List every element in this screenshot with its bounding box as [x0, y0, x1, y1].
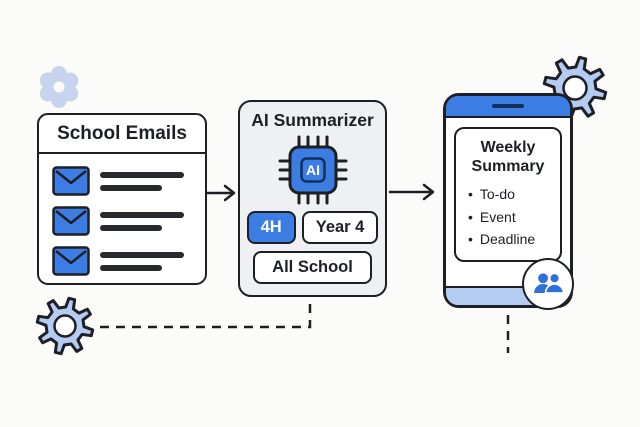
summary-item: To-do — [468, 183, 555, 205]
envelope-icon — [52, 166, 90, 196]
arrow-right-icon — [388, 183, 435, 201]
arrow-right-icon — [203, 184, 236, 202]
email-row-list — [39, 154, 205, 276]
text-line — [100, 171, 184, 178]
envelope-icon — [52, 206, 90, 236]
summary-item: Deadline — [468, 228, 555, 250]
text-line — [100, 251, 184, 258]
email-row — [52, 206, 192, 236]
asterisk-icon — [39, 66, 79, 108]
text-line — [100, 224, 162, 231]
email-text-lines — [100, 171, 184, 191]
phone-status-bar — [446, 96, 570, 118]
tag-all-school: All School — [253, 251, 372, 285]
summary-item: Event — [468, 206, 555, 228]
email-text-lines — [100, 211, 184, 231]
tag-year-4: Year 4 — [301, 211, 379, 245]
tag-4h: 4H — [246, 211, 296, 245]
summarizer-panel: AI Summarizer AI 4H Year 4 All School — [238, 100, 387, 297]
email-text-lines — [100, 251, 184, 271]
email-panel: School Emails — [37, 113, 207, 285]
text-line — [100, 184, 162, 191]
users-icon — [534, 272, 565, 294]
email-panel-title: School Emails — [39, 115, 205, 154]
envelope-icon — [52, 246, 90, 276]
gear-icon — [35, 296, 95, 356]
summary-card-title: Weekly Summary — [471, 139, 545, 176]
text-line — [100, 211, 184, 218]
dashed-connector-gear-to-summarizer — [100, 301, 312, 329]
ai-chip-icon: AI — [278, 135, 347, 205]
tag-row: 4H Year 4 — [246, 211, 379, 245]
chip-label: AI — [306, 162, 320, 178]
speaker-icon — [492, 104, 524, 108]
summary-card: Weekly Summary To-do Event Deadline — [454, 127, 562, 262]
phone-panel: Weekly Summary To-do Event Deadline — [443, 93, 574, 310]
summary-list: To-do Event Deadline — [461, 183, 555, 250]
summarizer-title: AI Summarizer — [251, 110, 374, 130]
gear-icon — [542, 55, 608, 121]
email-row — [52, 166, 192, 196]
email-row — [52, 246, 192, 276]
text-line — [100, 264, 162, 271]
users-badge — [522, 258, 574, 310]
